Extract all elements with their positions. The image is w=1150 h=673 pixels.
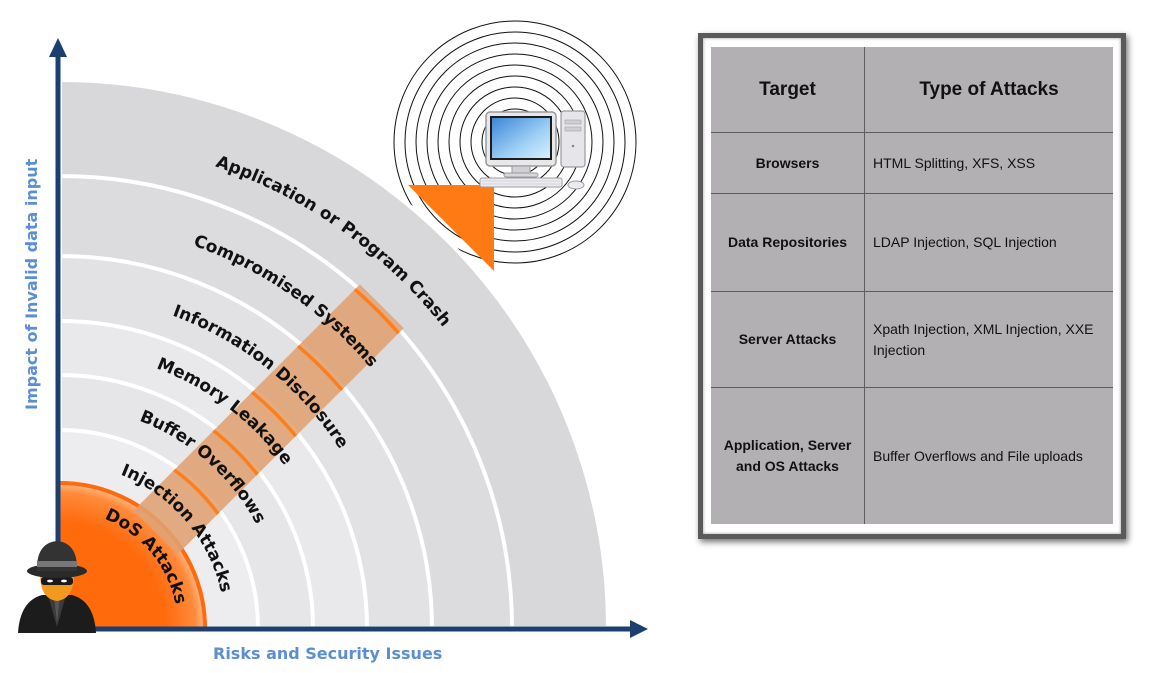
header-type-of-attacks: Type of Attacks [864,47,1113,133]
table-row: Server Attacks Xpath Injection, XML Inje… [711,291,1113,388]
table-row: Application, Server and OS Attacks Buffe… [711,387,1113,524]
signal-wave-ring [415,42,615,242]
table-row: Data Repositories LDAP Injection, SQL In… [711,193,1113,292]
signal-wave-ring [404,31,626,253]
arrow-ring-crossing [133,376,312,555]
target-cell: Server Attacks [711,291,865,388]
axes [49,38,648,638]
attack-progress-arrow [133,185,494,555]
attacks-cell: Xpath Injection, XML Injection, XXE Inje… [864,291,1113,388]
arrow-ring-crossing [133,431,257,555]
x-axis-label: Risks and Security Issues [213,644,442,663]
x-axis-arrowhead [630,620,648,638]
arrow-ring-crossing [133,284,404,555]
desktop-computer-icon [479,110,586,190]
attacks-cell: Buffer Overflows and File uploads [864,387,1113,524]
target-cell: Application, Server and OS Attacks [711,387,865,524]
y-axis-label: Impact of Invalid data input [22,158,41,410]
signal-wave-ring [393,20,637,264]
target-cell: Browsers [711,132,865,194]
header-target: Target [711,47,865,133]
signal-wave-ring [426,53,604,231]
table-header-row: Target Type of Attacks [711,47,1113,133]
ring-core-dos [60,483,205,628]
attack-types-table: Target Type of Attacks Browsers HTML Spl… [711,47,1113,524]
arrow-ring-crossing [133,322,366,555]
arrow-ring-crossing [133,284,404,555]
arrow-shaft [133,284,404,555]
table-row: Browsers HTML Splitting, XFS, XSS [711,132,1113,194]
attack-table-frame: Target Type of Attacks Browsers HTML Spl… [698,33,1126,539]
attacks-cell: LDAP Injection, SQL Injection [864,193,1113,292]
y-axis-arrowhead [49,38,67,57]
target-cell: Data Repositories [711,193,865,292]
hacker-spy-icon [18,541,96,633]
arrowhead [408,185,494,271]
signal-wave-ring [437,64,593,220]
attacks-cell: HTML Splitting, XFS, XSS [864,132,1113,194]
